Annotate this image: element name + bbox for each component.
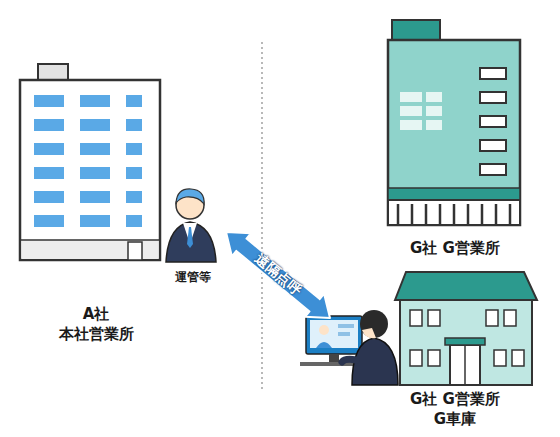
g-office-building [388,20,520,225]
g-garage-building [395,272,537,385]
place-label: G社 G営業所 G車庫 [400,390,510,429]
place-label: G社 G営業所 [385,239,525,259]
building-node: 運管等 [160,180,226,292]
double-arrow [226,232,330,318]
manager-person [166,189,216,262]
arrow-label: 遠隔点呼 [251,250,306,300]
building-node: G社 G営業所 [385,15,525,265]
divider-line [261,42,262,392]
operator-at-computer [300,310,398,385]
place-label: 運管等 [160,270,226,286]
a-building [20,64,160,260]
building-node: A社 本社営業所 [15,35,167,346]
building-node: G社 G営業所 G車庫 [330,272,545,435]
place-label: A社 本社営業所 [50,305,142,344]
